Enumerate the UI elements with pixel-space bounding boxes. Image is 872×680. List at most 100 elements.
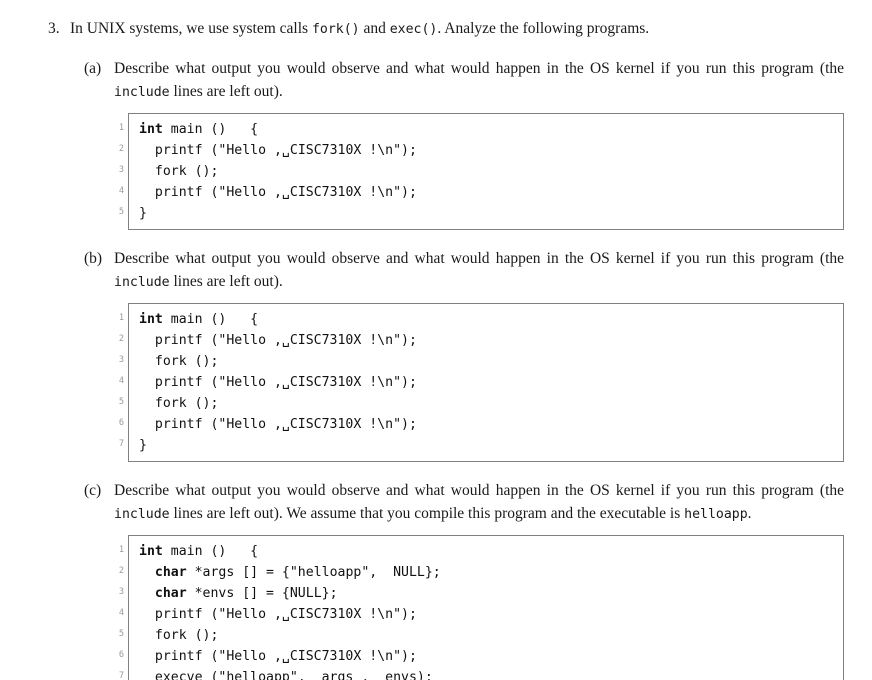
subpart-a-marker: (a) — [84, 60, 102, 77]
code-line: fork (); — [139, 351, 843, 372]
line-number: 5 — [118, 397, 124, 407]
code-keyword: int — [139, 312, 163, 327]
code-text: CISC7310X !\n"); — [289, 143, 417, 158]
subpart-b-line2-post: lines are left out). — [169, 273, 283, 290]
line-number: 4 — [118, 376, 124, 386]
line-number: 6 — [118, 650, 124, 660]
code-line: printf ("Hello ,␣CISC7310X !\n"); — [139, 414, 843, 435]
intro-code-exec: exec() — [389, 22, 438, 37]
code-text: printf ("Hello , — [139, 185, 282, 200]
code-text: main () { — [162, 122, 259, 137]
code-line: fork (); — [139, 625, 843, 646]
line-number-gutter-b: 1 2 3 4 5 6 7 — [114, 303, 128, 462]
code-text: fork (); — [139, 628, 219, 643]
code-text: fork (); — [139, 354, 219, 369]
code-keyword: int — [139, 544, 163, 559]
subpart-c-line3-pre: and the executable is — [550, 505, 685, 522]
line-number: 6 — [118, 418, 124, 428]
code-text: printf ("Hello ,␣CISC7310X !\n"); — [139, 649, 417, 664]
subpart-c-line2: run this program (the include lines are … — [114, 482, 844, 522]
code-text: ␣ — [281, 185, 290, 200]
code-text — [139, 565, 155, 580]
code-listing-b: 1 2 3 4 5 6 7 int main () { printf ("Hello ,␣C… — [114, 303, 844, 462]
line-number: 2 — [118, 144, 124, 154]
code-line: int main () { — [139, 309, 843, 330]
code-text: printf ("Hello ,␣CISC7310X !\n"); — [139, 333, 417, 348]
code-keyword: char — [154, 586, 187, 601]
line-number: 1 — [118, 313, 124, 323]
subpart-b: (b) Describe what output you would obser… — [48, 247, 844, 462]
code-text: *envs [] = {NULL}; — [186, 586, 338, 601]
subpart-b-body: Describe what output you would observe a… — [114, 247, 844, 462]
code-keyword: int — [139, 122, 163, 137]
code-line: fork (); — [139, 393, 843, 414]
code-line: printf ("Hello ,␣CISC7310X !\n"); — [139, 330, 843, 351]
code-line: printf ("Hello ,␣CISC7310X !\n"); — [139, 372, 843, 393]
code-text: printf ("Hello ,␣CISC7310X !\n"); — [139, 607, 417, 622]
code-listing-c: 123456789 int main () { char *args [] = … — [114, 535, 844, 680]
code-line: char *args [] = {"helloapp", NULL}; — [139, 562, 843, 583]
line-number: 7 — [118, 439, 124, 449]
subpart-c-text: Describe what output you would observe a… — [114, 479, 844, 526]
code-frame-c: int main () { char *args [] = {"helloapp… — [128, 535, 844, 680]
code-line: int main () { — [139, 119, 843, 140]
line-number: 3 — [118, 165, 124, 175]
code-line: printf ("Hello ,␣CISC7310X !\n"); — [139, 140, 843, 161]
intro-post: . Analyze the following programs. — [437, 20, 650, 37]
code-line: printf ("Hello ,␣CISC7310X !\n"); — [139, 646, 843, 667]
line-number: 5 — [118, 207, 124, 217]
code-text — [139, 586, 155, 601]
subpart-c-line3: and the executable is helloapp. — [551, 505, 752, 522]
subpart-c-line2-post: lines are left out). We assume that you … — [169, 505, 547, 522]
line-number-gutter-a: 1 2 3 4 5 — [114, 113, 128, 230]
code-line: int main () { — [139, 541, 843, 562]
line-number: 4 — [118, 608, 124, 618]
line-number: 1 — [118, 123, 124, 133]
subpart-b-text: Describe what output you would observe a… — [114, 247, 844, 294]
item-heading-row: 3. In UNIX systems, we use system calls … — [48, 18, 844, 40]
code-frame-b: int main () { printf ("Hello ,␣CISC7310X… — [128, 303, 844, 462]
line-number: 3 — [118, 587, 124, 597]
subpart-a-line2: run this program (the include lines are … — [114, 60, 844, 100]
line-number: 4 — [118, 186, 124, 196]
subpart-c: (c) Describe what output you would obser… — [48, 479, 844, 680]
code-line: } — [139, 203, 843, 224]
subpart-b-line1: Describe what output you would observe a… — [114, 250, 700, 267]
code-line: printf ("Hello ,␣CISC7310X !\n"); — [139, 604, 843, 625]
code-line: char *envs [] = {NULL}; — [139, 583, 843, 604]
code-frame-a: int main () { printf ("Hello ,␣CISC7310X… — [128, 113, 844, 230]
intro-mid: and — [359, 20, 390, 37]
code-text: printf ("Hello ,␣CISC7310X !\n"); — [139, 417, 417, 432]
subpart-a-body: Describe what output you would observe a… — [114, 57, 844, 230]
subpart-a-text: Describe what output you would observe a… — [114, 57, 844, 104]
code-text: printf ("Hello , — [139, 143, 282, 158]
code-text: *args [] = {"helloapp", NULL}; — [186, 565, 441, 580]
item-number: 3. — [48, 20, 60, 37]
subpart-c-code-helloapp: helloapp — [684, 507, 748, 522]
code-text: execve ("helloapp", args , envs); — [139, 670, 433, 680]
code-text: fork (); — [139, 164, 219, 179]
code-line: fork (); — [139, 161, 843, 182]
code-text: } — [139, 438, 147, 453]
code-text: main () { — [162, 312, 259, 327]
exercise-item-3: 3. In UNIX systems, we use system calls … — [48, 18, 844, 680]
line-number: 3 — [118, 355, 124, 365]
code-text: CISC7310X !\n"); — [289, 185, 417, 200]
subpart-a-line2-post: lines are left out). — [169, 83, 283, 100]
subpart-a-code-include: include — [114, 85, 170, 100]
intro-pre: In UNIX systems, we use system calls — [70, 20, 312, 37]
line-number: 2 — [118, 334, 124, 344]
subpart-a-line1: Describe what output you would observe a… — [114, 60, 700, 77]
code-text: fork (); — [139, 396, 219, 411]
code-text: main () { — [162, 544, 259, 559]
subpart-c-code-include: include — [114, 507, 170, 522]
subpart-c-line1: Describe what output you would observe a… — [114, 482, 700, 499]
line-number: 1 — [118, 545, 124, 555]
subpart-b-line2: run this program (the include lines are … — [114, 250, 844, 290]
line-number: 7 — [118, 671, 124, 680]
subpart-c-line2-pre: run this program (the — [705, 482, 844, 499]
item-intro-text: In UNIX systems, we use system calls for… — [70, 18, 844, 40]
subpart-c-line3-post: . — [747, 505, 752, 522]
code-keyword: char — [154, 565, 187, 580]
code-line: execve ("helloapp", args , envs); — [139, 667, 843, 680]
